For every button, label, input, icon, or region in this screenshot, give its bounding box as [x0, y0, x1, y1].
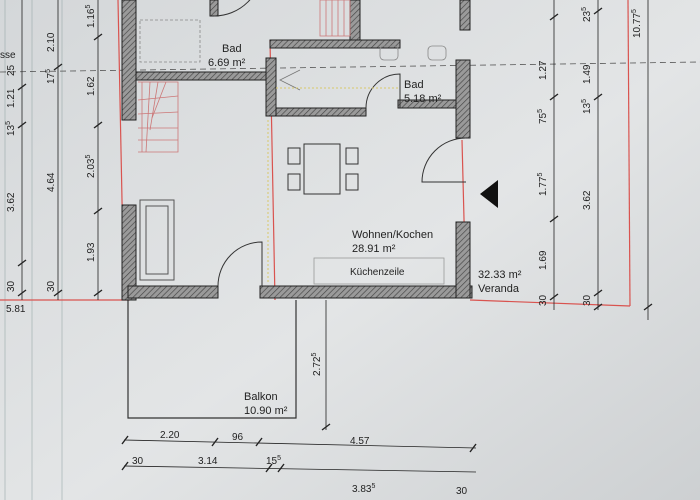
dims-left: 25 2.10 1.165 1.21 175 1.62 135 2.035 3.…	[5, 5, 97, 292]
dim-bottom-30r: 30	[456, 486, 468, 497]
room-wohnen-name: Wohnen/Kochen	[352, 229, 433, 241]
dim-right-30b: 30	[538, 294, 549, 306]
staircase	[137, 0, 351, 153]
dim-bottom-314: 3.14	[198, 456, 218, 467]
dim-bottom-30: 30	[132, 456, 144, 467]
room-bad-upper-area: 6.69 m²	[208, 57, 246, 69]
yellow-guides	[267, 87, 400, 284]
door-swings	[213, 0, 467, 287]
dim-left-121: 1.21	[6, 88, 17, 108]
dim-bottom-96: 96	[232, 432, 244, 443]
dim-left-17: 175	[45, 69, 57, 84]
room-wohnen-area: 28.91 m²	[352, 243, 396, 255]
direction-marker	[480, 180, 498, 208]
dims-bottom: 2.20 96 4.57 30 3.14 155 3.835 30	[132, 430, 468, 497]
dim-left-210: 2.10	[46, 32, 57, 52]
room-bad-right-name: Bad	[404, 79, 424, 91]
left-bottom-label: 5.81	[6, 304, 26, 315]
dim-left-25: 25	[6, 64, 17, 76]
room-veranda-area: 32.33 m²	[478, 269, 522, 281]
dim-left-203: 2.035	[85, 155, 97, 178]
dim-left-30a: 30	[6, 280, 17, 292]
room-balkon-name: Balkon	[244, 391, 278, 403]
dim-left-162: 1.62	[86, 76, 97, 96]
dimension-ticks	[17, 7, 653, 473]
dim-bottom-383: 3.835	[352, 483, 375, 495]
dim-left-30b: 30	[46, 280, 57, 292]
room-balkon-area: 10.90 m²	[244, 405, 288, 417]
dim-right-13: 135	[581, 99, 593, 114]
dim-bottom-220: 2.20	[160, 430, 180, 441]
dim-left-116: 1.165	[85, 5, 97, 28]
left-fragment-label: sse	[0, 50, 16, 61]
walls	[121, 0, 473, 301]
room-veranda-name: Veranda	[478, 283, 520, 295]
dim-left-193: 1.93	[86, 242, 97, 262]
kuechenzeile-label: Küchenzeile	[350, 267, 405, 278]
sofa	[139, 199, 175, 281]
dim-bottom-15: 155	[266, 455, 281, 467]
dim-right-75: 755	[537, 109, 549, 124]
dim-right-169: 1.69	[538, 250, 549, 270]
dim-right-127: 1.27	[538, 60, 549, 80]
dim-right-177: 1.775	[537, 173, 549, 196]
dim-left-362: 3.62	[6, 192, 17, 212]
room-bad-upper-name: Bad	[222, 43, 242, 55]
dining-table	[287, 143, 359, 195]
dim-right-149: 1.49	[582, 64, 593, 84]
room-bad-right-area: 5.18 m²	[404, 93, 442, 105]
dim-right-362: 3.62	[582, 190, 593, 210]
dim-left-464: 4.64	[46, 172, 57, 192]
kuechenzeile-box	[313, 257, 445, 285]
balkon-outline	[127, 300, 297, 419]
dim-right-30a: 30	[582, 294, 593, 306]
dimension-lines	[21, 0, 649, 473]
dims-right: 235 10.775 1.27 1.49 755 135 1.775 3.62 …	[537, 7, 643, 306]
dim-right-23: 235	[581, 7, 593, 22]
bath-fixtures	[139, 19, 447, 91]
dim-balkon-272: 2.725	[311, 353, 323, 376]
dim-right-1077: 10.775	[631, 9, 643, 38]
dim-bottom-457: 4.57	[350, 436, 370, 447]
dim-left-13: 135	[5, 121, 17, 136]
